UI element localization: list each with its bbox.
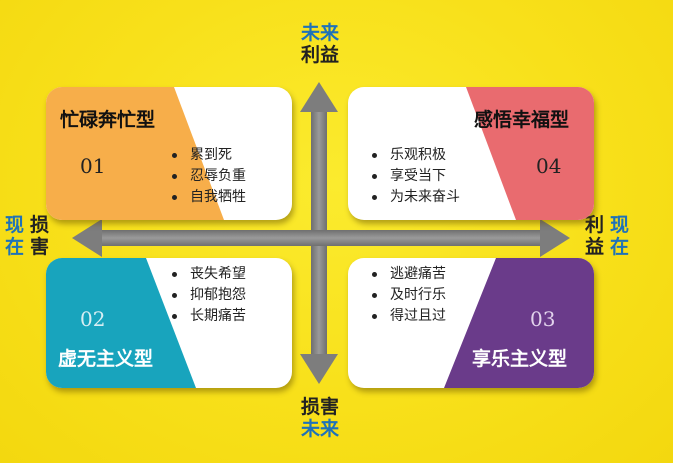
axis-left-col1-char: 在 — [5, 236, 25, 258]
list-item: 为未来奋斗 — [372, 187, 460, 208]
axis-top-label: 未来 利益 — [296, 22, 344, 66]
list-item: 自我牺牲 — [172, 187, 246, 208]
axis-right-label: 利 益 现 在 — [585, 214, 629, 258]
axis-left-col1-char: 现 — [5, 214, 25, 236]
list-item: 累到死 — [172, 145, 246, 166]
quadrant-wedge-shape — [46, 258, 196, 388]
axis-bottom-line1: 损害 — [300, 396, 339, 418]
quadrant-bullet-list: 丧失希望 抑郁抱怨 长期痛苦 — [172, 264, 246, 327]
quadrant-number: 02 — [80, 307, 106, 331]
list-item: 乐观积极 — [372, 145, 460, 166]
list-item: 长期痛苦 — [172, 306, 246, 327]
axis-right-col1-char: 益 — [585, 236, 605, 258]
axis-left-col2-char: 损 — [30, 214, 50, 236]
axis-right-col2-char: 现 — [610, 214, 630, 236]
list-item: 抑郁抱怨 — [172, 285, 246, 306]
axis-bottom-line2: 未来 — [300, 418, 339, 440]
quadrant-number: 04 — [536, 154, 562, 178]
quadrant-number: 01 — [80, 154, 106, 178]
list-item: 忍辱负重 — [172, 166, 246, 187]
list-item: 得过且过 — [372, 306, 446, 327]
axis-left-label: 现 在 损 害 — [5, 214, 49, 258]
list-item: 丧失希望 — [172, 264, 246, 285]
quadrant-wedge-shape — [444, 258, 594, 388]
list-item: 逃避痛苦 — [372, 264, 446, 285]
quadrant-card-busy: 忙碌奔忙型 01 累到死 忍辱负重 自我牺牲 — [46, 87, 292, 220]
quadrant-wedge-shape — [466, 87, 594, 220]
quadrant-wedge-busy — [46, 87, 224, 220]
axis-top-line1: 未来 — [300, 22, 339, 44]
quadrant-wedge-happiness — [466, 87, 594, 220]
axis-bottom-label: 损害 未来 — [296, 396, 344, 440]
horizontal-axis-arrow — [72, 219, 570, 257]
quadrant-title: 虚无主义型 — [58, 348, 154, 370]
quadrant-card-happiness: 感悟幸福型 04 乐观积极 享受当下 为未来奋斗 — [348, 87, 594, 220]
quadrant-wedge-nihilism — [46, 258, 196, 388]
list-item: 及时行乐 — [372, 285, 446, 306]
quadrant-title: 享乐主义型 — [472, 348, 568, 370]
quadrant-bullet-list: 累到死 忍辱负重 自我牺牲 — [172, 145, 246, 208]
quadrant-title: 忙碌奔忙型 — [60, 109, 156, 131]
axis-top-line2: 利益 — [300, 44, 339, 66]
quadrant-title: 感悟幸福型 — [474, 109, 570, 131]
quadrant-card-nihilism: 02 虚无主义型 丧失希望 抑郁抱怨 长期痛苦 — [46, 258, 292, 388]
quadrant-card-hedonism: 03 享乐主义型 逃避痛苦 及时行乐 得过且过 — [348, 258, 594, 388]
quadrant-wedge-shape — [46, 87, 224, 220]
quadrant-wedge-hedonism — [444, 258, 594, 388]
quadrant-bullet-list: 逃避痛苦 及时行乐 得过且过 — [372, 264, 446, 327]
quadrant-bullet-list: 乐观积极 享受当下 为未来奋斗 — [372, 145, 460, 208]
quadrant-number: 03 — [530, 307, 556, 331]
axis-right-col2-char: 在 — [610, 236, 630, 258]
list-item: 享受当下 — [372, 166, 460, 187]
axis-left-col2-char: 害 — [30, 236, 50, 258]
